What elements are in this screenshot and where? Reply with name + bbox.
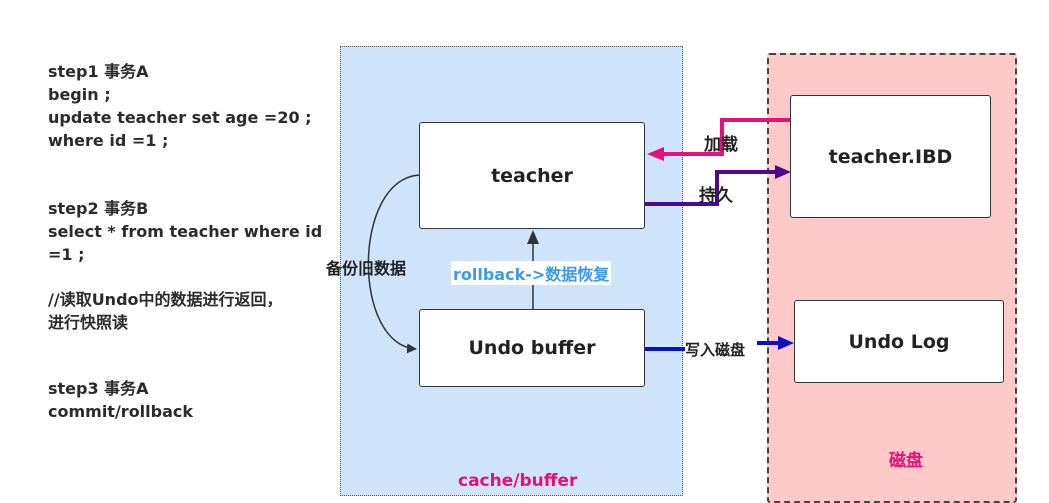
cache-region-label: cache/buffer <box>458 471 578 491</box>
step2-comment: //读取Undo中的数据进行返回， <box>48 290 283 309</box>
step2-comment: 进行快照读 <box>48 313 129 332</box>
flow-arrows <box>367 118 794 354</box>
undo-log-box: Undo Log <box>794 300 1004 383</box>
rollback-arrowhead <box>527 230 539 244</box>
load-arrowhead <box>647 147 664 161</box>
step1-title: step1 事务A <box>48 62 149 81</box>
persist-label: 持久 <box>699 186 733 206</box>
teacher-box: teacher <box>419 122 645 229</box>
persist-arrowhead <box>775 165 791 179</box>
step1-line: begin ; <box>48 85 111 104</box>
step2-title: step2 事务B <box>48 199 149 218</box>
persist-arrow-line <box>645 170 778 206</box>
step3-title: step3 事务A <box>48 379 149 398</box>
step2-line: =1 ; <box>48 245 85 264</box>
disk-region-label: 磁盘 <box>889 451 923 471</box>
load-label: 加载 <box>704 135 738 155</box>
backup-label: 备份旧数据 <box>326 259 407 278</box>
teacher-ibd-box: teacher.IBD <box>790 95 991 218</box>
step3-line: commit/rollback <box>48 402 194 421</box>
rollback-label: rollback->数据恢复 <box>451 261 612 285</box>
write-to-disk-label: 写入磁盘 <box>685 341 746 359</box>
step1-line: update teacher set age =20 ; <box>48 108 312 127</box>
transaction-steps: step1 事务A begin ; update teacher set age… <box>48 60 338 423</box>
step1-line: where id =1 ; <box>48 131 169 150</box>
backup-arrow <box>367 174 420 354</box>
write-arrowhead <box>778 336 794 350</box>
load-arrow-line <box>660 118 790 156</box>
step2-line: select * from teacher where id <box>48 222 323 241</box>
undo-buffer-box: Undo buffer <box>419 309 645 387</box>
